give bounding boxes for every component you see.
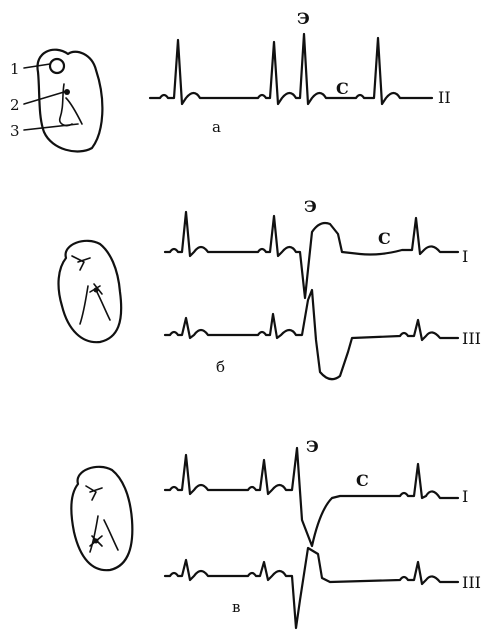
- panel-letter-c: в: [232, 598, 240, 616]
- panel-letter-a: а: [212, 118, 221, 136]
- compensatory-pause-label-b: С: [378, 229, 391, 248]
- extrasystole-label-a: Э: [297, 9, 310, 28]
- ecg-trace-lead-III: [165, 548, 458, 628]
- compensatory-pause-label-a: С: [336, 79, 349, 98]
- panel-b: Э С I III б: [59, 197, 481, 379]
- ectopic-focus-dot: [94, 288, 99, 293]
- ecg-trace-lead-III: [165, 290, 458, 379]
- panel-letter-b: б: [216, 358, 225, 376]
- lead-label-I: I: [462, 487, 468, 506]
- heart-marker-3: 3: [10, 122, 20, 140]
- ecg-trace-lead-II: [150, 34, 432, 104]
- ectopic-focus-dot: [94, 539, 99, 544]
- heart-diagram-c: [71, 467, 132, 570]
- heart-marker-2: 2: [10, 96, 20, 114]
- ecg-trace-lead-I: [165, 448, 458, 546]
- lead-label-III: III: [462, 329, 481, 348]
- panel-a: 1 2 3 Э С II а: [10, 9, 451, 151]
- lead-label-I: I: [462, 247, 468, 266]
- extrasystole-label-c: Э: [306, 437, 319, 456]
- compensatory-pause-label-c: С: [356, 471, 369, 490]
- ectopic-focus-dot: [64, 89, 70, 95]
- sa-node-marker: [50, 59, 64, 73]
- lead-label-III: III: [462, 573, 481, 592]
- heart-diagram-a: 1 2 3: [10, 50, 102, 152]
- heart-diagram-b: [59, 241, 122, 342]
- heart-marker-1: 1: [10, 60, 20, 78]
- panel-c: Э С I III в: [71, 437, 481, 628]
- extrasystole-label-b: Э: [304, 197, 317, 216]
- ecg-trace-lead-I: [165, 212, 458, 298]
- lead-label-II: II: [438, 88, 451, 107]
